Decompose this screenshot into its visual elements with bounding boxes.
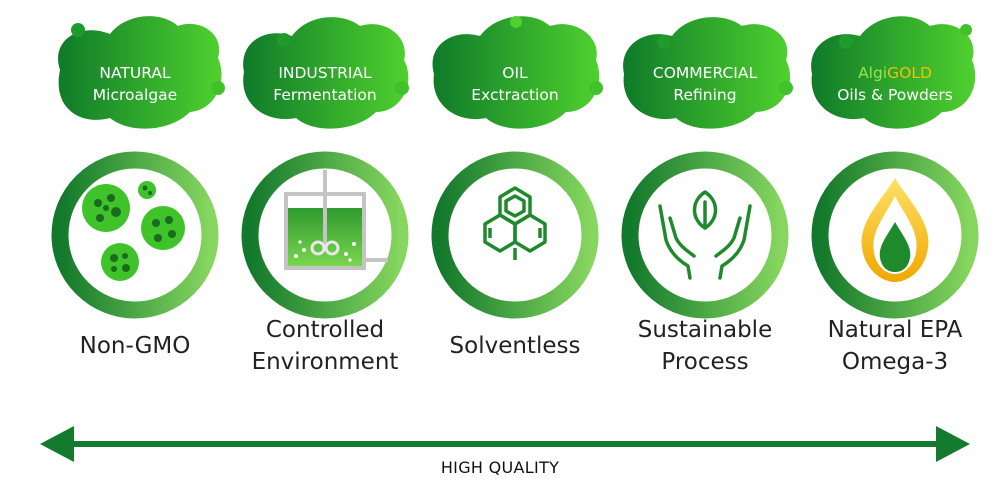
quality-double-arrow <box>40 426 970 462</box>
microalgae-cells-icon <box>82 181 185 281</box>
stage-label-industrial: INDUSTRIAL Fermentation <box>273 64 377 104</box>
stage-label-commercial: COMMERCIAL Refining <box>652 64 758 104</box>
benefit-label-oil: Solventless <box>449 333 581 359</box>
icon-ring-industrial <box>241 151 409 319</box>
benefit-label-commercial: Sustainable Process <box>637 317 773 375</box>
algigold-brand: AlgiGOLD <box>858 64 932 82</box>
high-quality-label: HIGH QUALITY <box>440 458 560 477</box>
stage-blob-natural <box>58 16 225 129</box>
stage-blob-commercial <box>623 17 793 129</box>
stage-blob-industrial <box>243 17 409 129</box>
benefit-label-natural: Non-GMO <box>79 333 191 359</box>
icon-ring-natural <box>51 151 219 319</box>
fermentation-tank-icon <box>284 170 388 270</box>
stage-blob-algigold <box>811 16 976 129</box>
stage-column-algigold: AlgiGOLD Oils & Powders Natural EPA Omeg… <box>800 0 990 400</box>
benefit-label-algigold: Natural EPA Omega-3 <box>827 317 963 375</box>
icon-ring-commercial <box>621 151 789 319</box>
stage-column-industrial: INDUSTRIAL Fermentation Controlled Envir… <box>230 0 420 400</box>
stage-column-oil: OIL Exctraction Solventless <box>420 0 610 400</box>
stage-label-algigold: AlgiGOLD Oils & Powders <box>800 62 990 106</box>
icon-ring-oil <box>431 151 599 319</box>
oil-drop-flame-icon <box>861 178 929 282</box>
benefit-label-industrial: Controlled Environment <box>251 317 399 375</box>
molecule-hexagons-icon <box>483 186 547 260</box>
arrow-right-head <box>936 426 970 462</box>
hands-leaf-icon <box>658 190 752 280</box>
stage-label-natural: NATURAL Microalgae <box>92 64 178 104</box>
stage-column-commercial: COMMERCIAL Refining Sustainable Process <box>610 0 800 400</box>
stage-label-oil: OIL Exctraction <box>471 64 559 104</box>
icon-ring-algigold <box>811 151 979 319</box>
stage-column-natural: NATURAL Microalgae Non-GMO <box>40 0 230 400</box>
stage-blob-oil <box>432 16 603 129</box>
arrow-left-head <box>40 426 74 462</box>
